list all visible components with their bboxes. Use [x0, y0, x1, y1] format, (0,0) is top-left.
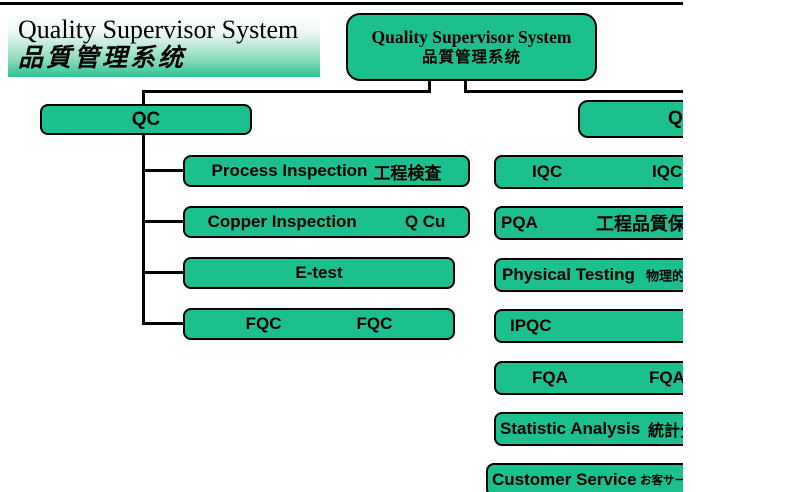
node-copper-inspection: Copper Inspection Q Cu [183, 206, 470, 238]
node-etest: E-test [183, 257, 455, 289]
node-qc-label: QC [131, 108, 161, 130]
node-physical-testing-label-cjk: 物理的試験 [646, 268, 683, 284]
page-title-cjk: 品質管理系统 [18, 45, 187, 72]
node-iqc: IQC IQC [494, 155, 683, 189]
node-pqa-label-en: PQA [501, 213, 538, 232]
node-fqc: FQC FQC [183, 308, 455, 340]
node-customer-service-label-en: Customer Service [492, 470, 637, 489]
connector-child-stub-1 [142, 169, 184, 172]
node-process-inspection-label-cjk: 工程検査 [373, 163, 442, 183]
node-customer-service-label-cjk: お客サービス [640, 475, 683, 487]
node-root-label-en: Quality Supervisor System [371, 27, 572, 47]
node-fqa: FQA FQA [494, 361, 683, 395]
page-title-en: Quality Supervisor System [18, 15, 299, 44]
node-fqa-code: FQA [649, 368, 683, 387]
node-physical-testing-label-en: Physical Testing [502, 265, 635, 284]
node-root-label-cjk: 品質管理系统 [421, 49, 521, 66]
node-statistic-analysis-label-en: Statistic Analysis [500, 419, 641, 438]
node-etest-label: E-test [295, 263, 343, 282]
connector-child-stub-3 [142, 271, 184, 274]
node-process-inspection: Process Inspection 工程検査 [183, 155, 470, 187]
node-root: Quality Supervisor System 品質管理系统 [346, 13, 597, 81]
node-pqa-label-cjk: 工程品質保証 [596, 214, 683, 234]
connector-child-stub-4 [142, 322, 184, 325]
node-physical-testing: Physical Testing 物理的試験 [494, 258, 683, 292]
node-iqc-label-en: IQC [532, 162, 563, 181]
node-statistic-analysis: Statistic Analysis 統計分析 [494, 412, 683, 446]
node-qc: QC [40, 104, 252, 135]
slide-clip-area: Quality Supervisor System 品質管理系统 Quality… [0, 2, 683, 492]
connector-root-left-stub [428, 81, 431, 92]
node-qa-label: QA [668, 108, 683, 129]
node-copper-inspection-code: Q Cu [404, 212, 446, 231]
connector-qc-trunk [142, 133, 145, 325]
page-title-banner: Quality Supervisor System 品質管理系统 [8, 13, 320, 77]
top-border-line [0, 2, 683, 5]
connector-qc-top-stub [142, 90, 145, 106]
node-fqc-label: FQC [245, 314, 282, 333]
node-ipqc: IPQC [494, 309, 683, 343]
connector-horizontal-right [464, 90, 683, 93]
connector-root-right-stub [464, 81, 467, 92]
node-fqa-label-en: FQA [532, 368, 568, 387]
node-customer-service: Customer Service お客サービス [486, 463, 683, 492]
node-copper-inspection-label-en: Copper Inspection [207, 212, 357, 231]
node-ipqc-label: IPQC [510, 316, 552, 335]
node-process-inspection-label-en: Process Inspection [211, 161, 368, 180]
node-iqc-code: IQC [652, 162, 683, 181]
node-qa: QA [578, 100, 683, 138]
node-fqc-code: FQC [356, 314, 393, 333]
connector-horizontal-left [142, 90, 431, 93]
connector-child-stub-2 [142, 220, 184, 223]
node-pqa: PQA 工程品質保証 [494, 206, 683, 240]
node-statistic-analysis-label-cjk: 統計分析 [648, 423, 683, 440]
